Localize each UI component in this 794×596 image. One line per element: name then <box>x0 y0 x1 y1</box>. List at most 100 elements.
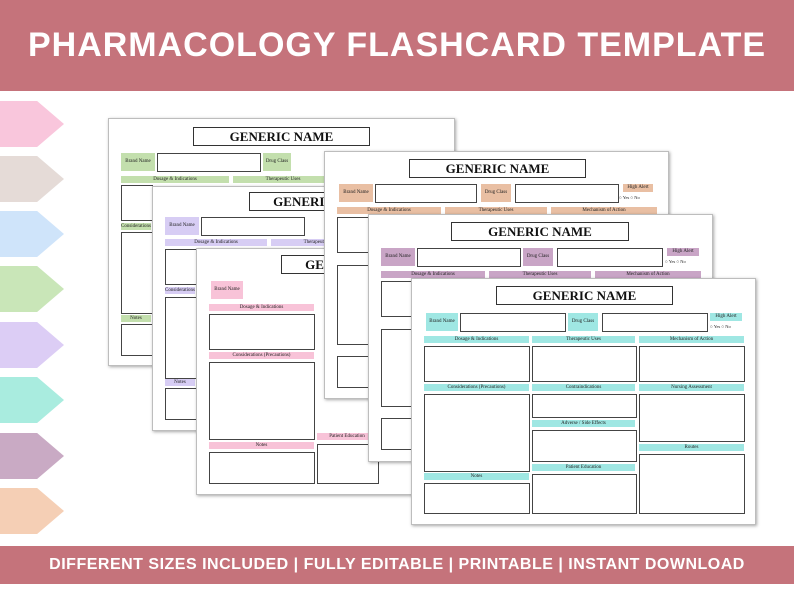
therapeutic-header: Therapeutic Uses <box>271 239 371 246</box>
dosage-field[interactable] <box>337 217 369 253</box>
brand-name-label: Brand Name <box>381 248 415 266</box>
notes-header: Notes <box>165 379 195 386</box>
notes-field[interactable] <box>121 324 153 356</box>
considerations-field[interactable] <box>381 329 413 407</box>
dosage-header: Dosage & Indications <box>121 176 229 183</box>
no-option[interactable]: No <box>725 324 731 329</box>
brand-name-label: Brand Name <box>426 313 458 331</box>
dosage-field[interactable] <box>209 314 315 350</box>
drug-class-field[interactable] <box>602 313 708 332</box>
page-title: PHARMACOLOGY FLASHCARD TEMPLATE <box>27 26 767 64</box>
generic-name-title: GENERIC NAME <box>409 159 586 178</box>
top-banner: PHARMACOLOGY FLASHCARD TEMPLATE <box>0 0 794 91</box>
therapeutic-header: Therapeutic Uses <box>233 176 333 183</box>
dosage-field[interactable] <box>424 346 530 382</box>
drug-class-field[interactable] <box>557 248 663 267</box>
notes-header: Notes <box>209 442 314 449</box>
mechanism-header: Mechanism of Action <box>551 207 657 214</box>
high-alert-label: High Alert <box>667 248 699 256</box>
considerations-header: Considerations (Precautions) <box>121 223 151 230</box>
notes-header: Notes <box>424 473 529 480</box>
bottom-banner: DIFFERENT SIZES INCLUDED | FULLY EDITABL… <box>0 546 794 584</box>
drug-class-label: Drug Class <box>523 248 553 266</box>
brand-name-label: Brand Name <box>165 217 199 235</box>
notes-header: Notes <box>121 315 151 322</box>
tagline: DIFFERENT SIZES INCLUDED | FULLY EDITABL… <box>49 556 745 573</box>
routes-header: Routes <box>639 444 744 451</box>
considerations-field[interactable] <box>165 297 197 379</box>
yes-option[interactable]: Yes <box>668 259 676 264</box>
brand-name-field[interactable] <box>201 217 305 236</box>
dosage-field[interactable] <box>381 281 413 317</box>
contraindications-field[interactable] <box>532 394 637 418</box>
color-tab <box>0 433 64 479</box>
generic-name-title: GENERIC NAME <box>193 127 370 146</box>
considerations-field[interactable] <box>209 362 315 440</box>
yes-option[interactable]: Yes <box>713 324 721 329</box>
nursing-assessment-field[interactable] <box>639 394 745 442</box>
therapeutic-header: Therapeutic Uses <box>445 207 547 214</box>
notes-field[interactable] <box>165 388 197 420</box>
brand-name-label: Brand Name <box>339 184 373 202</box>
high-alert-options[interactable]: ○ Yes ○ No <box>710 324 731 329</box>
color-tab <box>0 211 64 257</box>
therapeutic-field[interactable] <box>532 346 637 382</box>
dosage-header: Dosage & Indications <box>424 336 529 343</box>
high-alert-options[interactable]: ○ Yes ○ No <box>665 259 686 264</box>
drug-class-field[interactable] <box>515 184 619 203</box>
notes-field[interactable] <box>209 452 315 484</box>
dosage-field[interactable] <box>121 185 153 221</box>
patient-education-header: Patient Education <box>532 464 635 471</box>
high-alert-options[interactable]: ○ Yes ○ No <box>619 195 640 200</box>
color-tab <box>0 322 64 368</box>
brand-name-field[interactable] <box>417 248 521 267</box>
therapeutic-header: Therapeutic Uses <box>489 271 591 278</box>
notes-field[interactable] <box>424 483 530 514</box>
considerations-header: Considerations (Precautions) <box>209 352 314 359</box>
no-option[interactable]: No <box>634 195 640 200</box>
no-option[interactable]: No <box>680 259 686 264</box>
adverse-effects-field[interactable] <box>532 430 637 462</box>
dosage-header: Dosage & Indications <box>381 271 485 278</box>
brand-name-field[interactable] <box>460 313 566 332</box>
considerations-field[interactable] <box>121 232 153 314</box>
contraindications-header: Contraindications <box>532 384 635 391</box>
patient-education-field[interactable] <box>317 444 379 484</box>
dosage-header: Dosage & Indications <box>165 239 267 246</box>
considerations-field[interactable] <box>424 394 530 472</box>
generic-name-title: GENERIC NAME <box>496 286 673 305</box>
brand-name-label: Brand Name <box>211 281 243 299</box>
drug-class-label: Drug Class <box>481 184 511 202</box>
color-tab <box>0 101 64 147</box>
dosage-header: Dosage & Indications <box>209 304 314 311</box>
adverse-effects-header: Adverse / Side Effects <box>532 420 635 427</box>
routes-field[interactable] <box>639 454 745 514</box>
nursing-assessment-header: Nursing Assessment <box>639 384 744 391</box>
mechanism-field[interactable] <box>639 346 745 382</box>
considerations-header: Considerations (Precautions) <box>165 287 195 294</box>
therapeutic-header: Therapeutic Uses <box>532 336 635 343</box>
flashcard-cyan: GENERIC NAME Brand Name Drug Class High … <box>411 278 756 525</box>
high-alert-label: High Alert <box>710 313 742 321</box>
patient-education-field[interactable] <box>532 474 637 514</box>
color-tab <box>0 156 64 202</box>
considerations-field[interactable] <box>337 265 369 345</box>
brand-name-label: Brand Name <box>121 153 155 171</box>
patient-education-header: Patient Education <box>317 433 377 440</box>
brand-name-field[interactable] <box>157 153 261 172</box>
considerations-header: Considerations (Precautions) <box>424 384 529 391</box>
generic-name-title: GENERIC NAME <box>451 222 629 241</box>
color-tab <box>0 266 64 312</box>
dosage-header: Dosage & Indications <box>337 207 441 214</box>
drug-class-label: Drug Class <box>568 313 598 331</box>
color-tab <box>0 377 64 423</box>
yes-option[interactable]: Yes <box>622 195 630 200</box>
mechanism-header: Mechanism of Action <box>595 271 701 278</box>
dosage-field[interactable] <box>165 249 197 285</box>
drug-class-label: Drug Class <box>263 153 291 171</box>
notes-field[interactable] <box>381 418 413 450</box>
color-tab <box>0 488 64 534</box>
notes-field[interactable] <box>337 356 369 388</box>
brand-name-field[interactable] <box>375 184 477 203</box>
high-alert-label: High Alert <box>623 184 653 192</box>
